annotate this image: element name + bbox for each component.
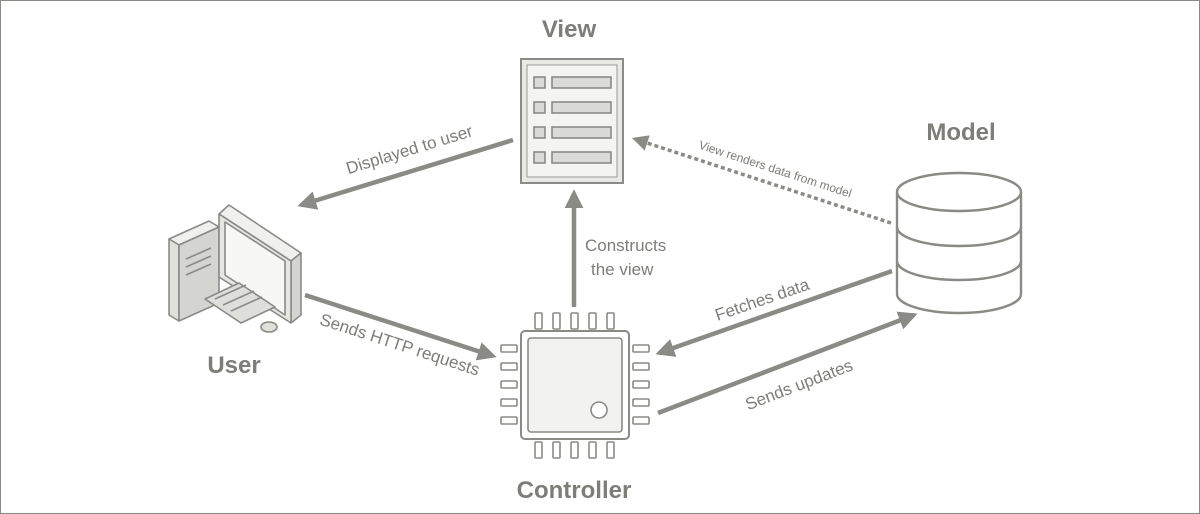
arrow-sends-http-requests: [304, 292, 497, 361]
arrow-displayed-to-user: [297, 137, 514, 210]
arrow-fetches-data: [655, 268, 893, 357]
arrow-sends-updates: [657, 311, 918, 416]
controller-title: Controller: [517, 477, 632, 504]
chip-icon: [500, 312, 650, 459]
view-title: View: [542, 16, 597, 43]
desktop-computer-icon: [168, 204, 302, 333]
arrow-view-renders-data: [631, 135, 892, 225]
user-title: User: [207, 352, 260, 379]
label-sends-updates: Sends updates: [743, 356, 856, 414]
label-view-renders-data: View renders data from model: [697, 138, 853, 201]
database-icon: [895, 171, 1023, 315]
model-title: Model: [926, 119, 995, 146]
label-constructs-line2: the view: [591, 260, 654, 279]
label-constructs-line1: Constructs: [585, 236, 666, 255]
view-icon: [520, 58, 624, 184]
